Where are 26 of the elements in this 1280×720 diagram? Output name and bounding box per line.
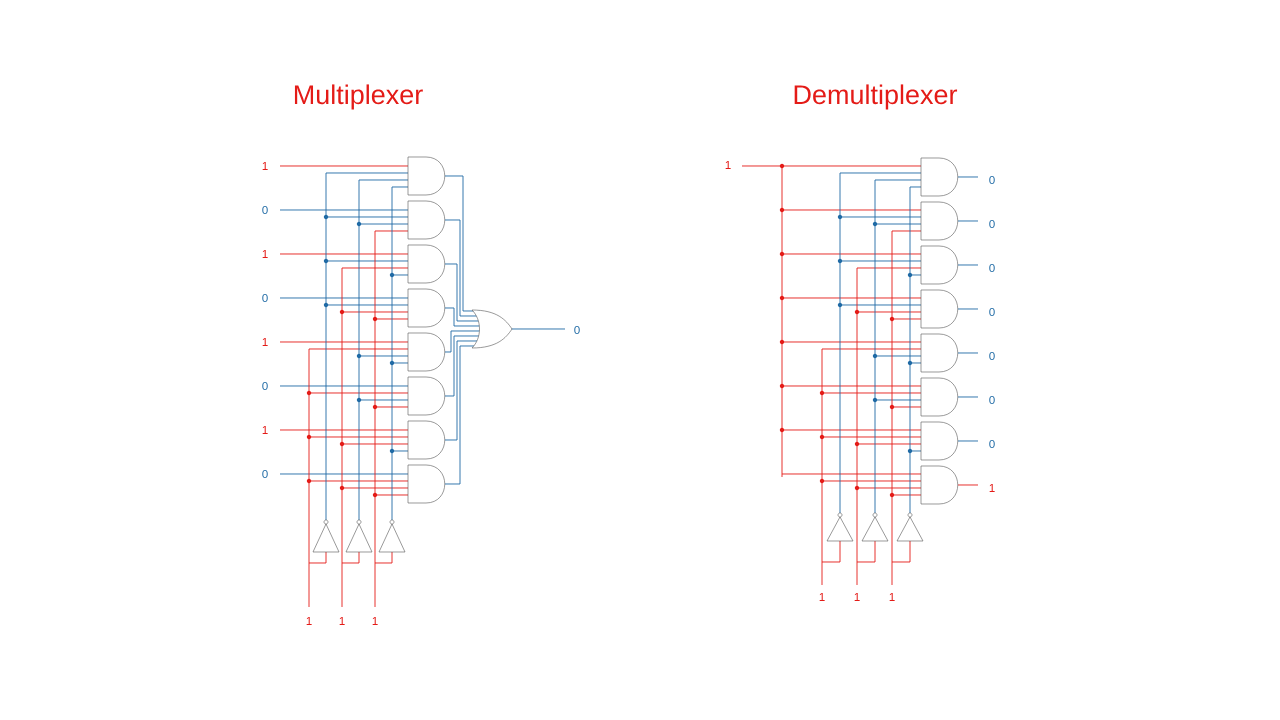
signal-value: 1 [339, 617, 345, 625]
signal-value: 0 [989, 439, 995, 449]
signal-value: 1 [889, 593, 895, 601]
signal-value: 0 [574, 325, 580, 335]
signal-value: 0 [989, 175, 995, 185]
signal-value: 1 [854, 593, 860, 601]
signal-value: 0 [989, 395, 995, 405]
signal-value: 1 [372, 617, 378, 625]
signal-value: 1 [262, 338, 268, 346]
signal-value: 1 [262, 426, 268, 434]
signal-value: 0 [262, 205, 268, 215]
signal-value: 0 [989, 307, 995, 317]
signal-value: 1 [725, 161, 731, 169]
signal-value: 0 [989, 351, 995, 361]
signal-value: 0 [262, 293, 268, 303]
signal-value: 1 [262, 162, 268, 170]
signal-value: 1 [819, 593, 825, 601]
signal-value: 0 [989, 263, 995, 273]
heading: Multiplexer [294, 84, 423, 110]
signal-value: 1 [306, 617, 312, 625]
heading: Demultiplexer [794, 84, 958, 110]
signal-value: 1 [262, 250, 268, 258]
signal-value: 1 [989, 484, 995, 492]
signal-value: 0 [989, 219, 995, 229]
signal-value: 0 [262, 469, 268, 479]
signal-value: 0 [262, 381, 268, 391]
